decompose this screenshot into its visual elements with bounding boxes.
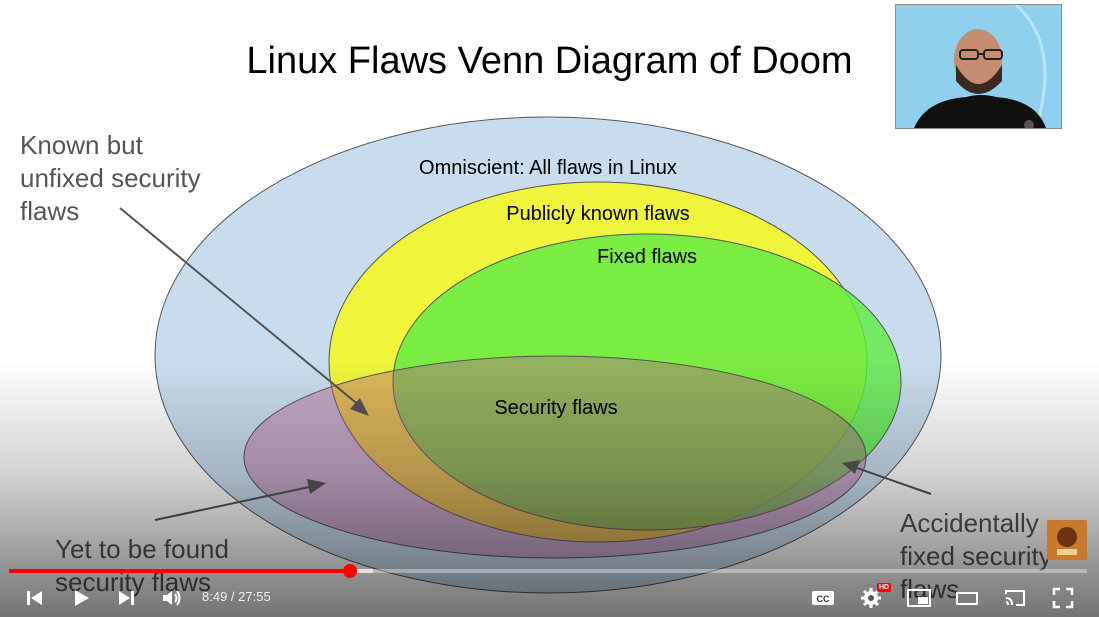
svg-text:CC: CC bbox=[817, 594, 830, 604]
progress-played bbox=[9, 569, 350, 573]
cast-icon bbox=[1005, 590, 1025, 606]
theater-icon bbox=[956, 592, 978, 605]
volume-icon bbox=[163, 590, 181, 606]
time-separator: / bbox=[227, 589, 239, 604]
scrubber-handle[interactable] bbox=[342, 564, 357, 578]
speaker-webcam bbox=[895, 4, 1062, 129]
miniplayer-button[interactable] bbox=[905, 584, 933, 612]
previous-button[interactable] bbox=[21, 584, 49, 612]
fullscreen-button[interactable] bbox=[1049, 584, 1077, 612]
time-display: 8:49 / 27:55 bbox=[202, 589, 271, 604]
label-publicly-known: Publicly known flaws bbox=[506, 203, 689, 225]
play-icon bbox=[75, 590, 89, 606]
label-security: Security flaws bbox=[494, 397, 617, 419]
time-current: 8:49 bbox=[202, 589, 228, 604]
previous-icon bbox=[27, 591, 42, 605]
slide-title: Linux Flaws Venn Diagram of Doom bbox=[246, 40, 853, 82]
time-total: 27:55 bbox=[238, 589, 271, 604]
progress-bar[interactable] bbox=[9, 564, 1087, 578]
cast-button[interactable] bbox=[1001, 584, 1029, 612]
fullscreen-icon bbox=[1052, 587, 1074, 609]
annotation-known-unfixed: Known but unfixed security flaws bbox=[20, 130, 201, 226]
miniplayer-icon bbox=[907, 589, 931, 607]
next-button[interactable] bbox=[112, 584, 140, 612]
label-all-flaws: Omniscient: All flaws in Linux bbox=[419, 157, 677, 179]
hd-badge: HD bbox=[877, 583, 892, 592]
settings-icon bbox=[861, 588, 881, 608]
volume-button[interactable] bbox=[158, 584, 186, 612]
theater-button[interactable] bbox=[953, 584, 981, 612]
captions-icon: CC bbox=[812, 591, 834, 605]
settings-button[interactable] bbox=[857, 584, 885, 612]
next-icon bbox=[119, 591, 134, 605]
channel-logo[interactable] bbox=[1047, 520, 1087, 560]
play-button[interactable] bbox=[67, 584, 95, 612]
captions-button[interactable]: CC bbox=[809, 584, 837, 612]
label-fixed: Fixed flaws bbox=[597, 246, 697, 268]
